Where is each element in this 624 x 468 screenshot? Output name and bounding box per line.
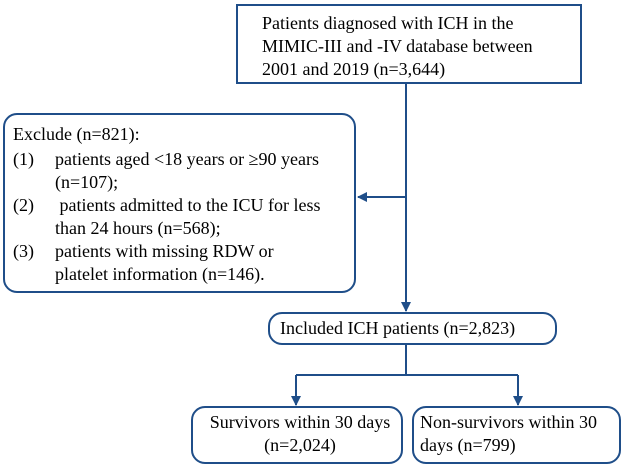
exclusion-item-line: (n=107); xyxy=(55,172,119,192)
exclusion-box: Exclude (n=821): (1) patients aged <18 y… xyxy=(3,113,356,293)
exclusion-item: (3) patients with missing RDW or platele… xyxy=(13,240,348,286)
non-survivors-box: Non-survivors within 30 days (n=799) xyxy=(412,406,621,464)
diagnosed-line: Patients diagnosed with ICH in the xyxy=(262,13,514,33)
exclusion-title: Exclude (n=821): xyxy=(13,124,140,144)
survivors-box: Survivors within 30 days (n=2,024) xyxy=(191,406,403,464)
non-survivors-line: Non-survivors within 30 xyxy=(420,412,597,432)
diagnosed-patients-box: Patients diagnosed with ICH in the MIMIC… xyxy=(236,4,582,84)
survivors-line: (n=2,024) xyxy=(264,435,336,455)
diagnosed-line: MIMIC-III and -IV database between xyxy=(262,36,533,56)
exclusion-item-number: (3) xyxy=(13,241,34,261)
exclusion-item: (1) patients aged <18 years or ≥90 years… xyxy=(13,148,348,194)
survivors-line: Survivors within 30 days xyxy=(209,412,391,432)
included-patients-box: Included ICH patients (n=2,823) xyxy=(268,312,557,345)
exclusion-item-line: than 24 hours (n=568); xyxy=(55,218,221,238)
exclusion-item: (2) patients admitted to the ICU for les… xyxy=(13,194,348,240)
non-survivors-line: days (n=799) xyxy=(420,435,516,455)
diagnosed-line: 2001 and 2019 (n=3,644) xyxy=(262,59,446,79)
exclusion-item-line: patients admitted to the ICU for less xyxy=(55,195,321,215)
exclusion-item-number: (1) xyxy=(13,149,34,169)
included-label: Included ICH patients (n=2,823) xyxy=(280,318,516,338)
exclusion-item-line: patients aged <18 years or ≥90 years xyxy=(55,149,319,169)
exclusion-item-line: patients with missing RDW or xyxy=(55,241,274,261)
exclusion-item-line: platelet information (n=146). xyxy=(55,264,265,284)
exclusion-item-number: (2) xyxy=(13,195,34,215)
